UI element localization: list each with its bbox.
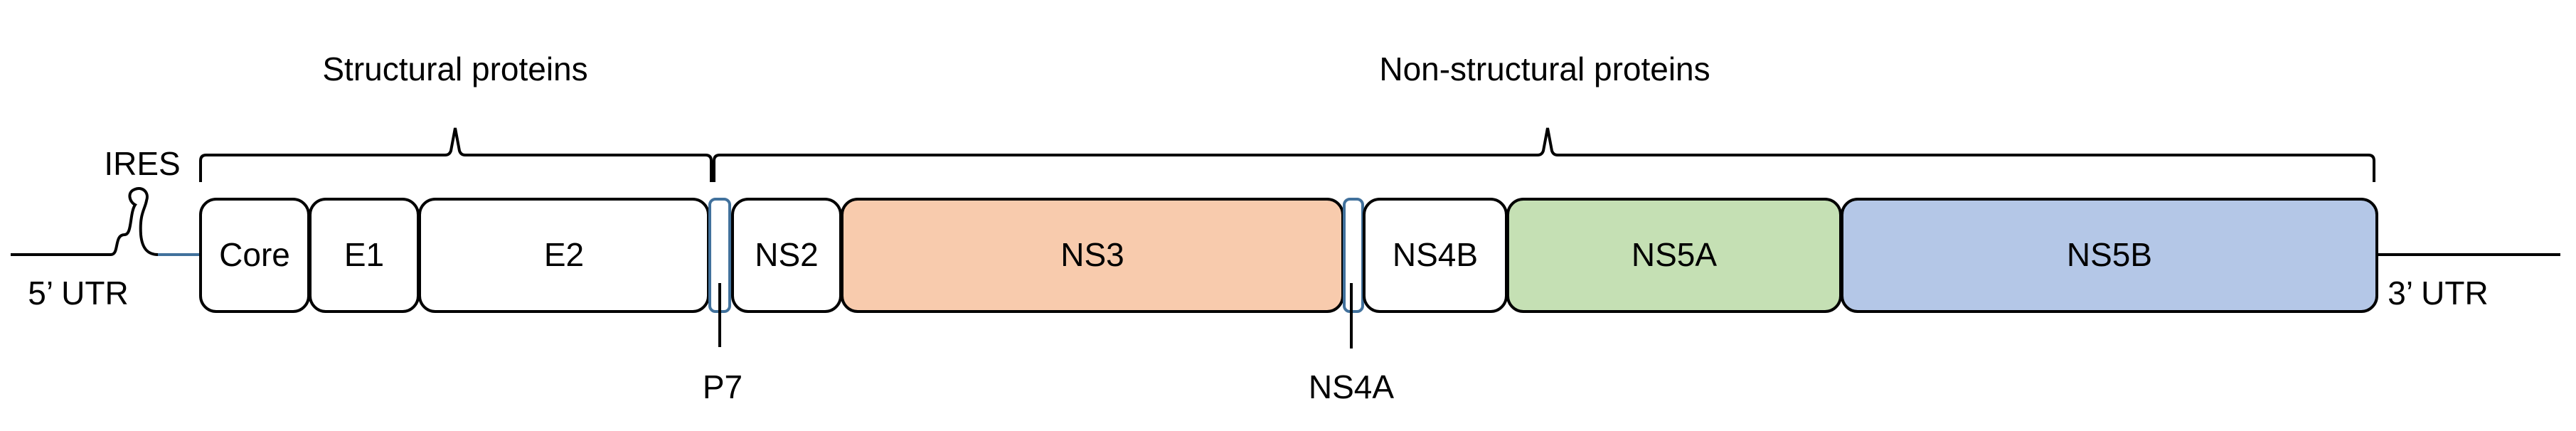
ns5b-box — [1841, 198, 2378, 313]
e2-label: E2 — [544, 236, 584, 273]
core-label: Core — [219, 236, 290, 273]
ns5b-label: NS5B — [2067, 236, 2152, 273]
nonstructural-brace — [713, 127, 2375, 182]
ires-label: IRES — [104, 145, 180, 182]
utr5-label: 5’ UTR — [28, 275, 128, 312]
nonstructural-proteins-title: Non-structural proteins — [1379, 50, 1710, 87]
p7-label: P7 — [703, 368, 743, 405]
ns5a-label: NS5A — [1632, 236, 1717, 273]
ns4b-label: NS4B — [1393, 236, 1478, 273]
ns3-label: NS3 — [1060, 236, 1124, 273]
structural-brace — [199, 127, 713, 182]
utr5-line — [11, 187, 199, 256]
e1-label: E1 — [344, 236, 384, 273]
ns4a-label: NS4A — [1309, 368, 1394, 405]
ns4a-box — [1343, 198, 1364, 313]
utr3-label: 3’ UTR — [2388, 275, 2488, 312]
structural-proteins-title: Structural proteins — [322, 50, 587, 87]
ns2-label: NS2 — [755, 236, 818, 273]
